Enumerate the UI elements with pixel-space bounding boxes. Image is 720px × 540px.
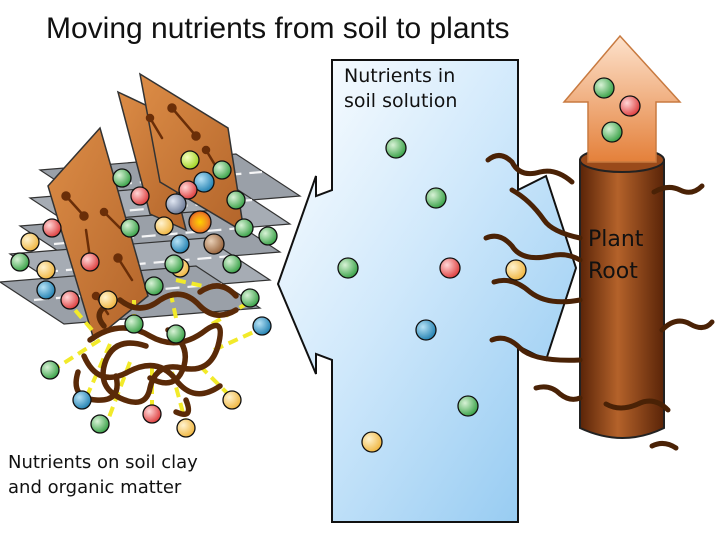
plant-root-label: Plant Root [588, 224, 643, 288]
soil-solution-label-line1: Nutrients in [344, 65, 456, 87]
plant-root-label-line2: Root [588, 259, 638, 284]
plant-root-label-line1: Plant [588, 227, 644, 252]
nutrient-ions [10, 77, 641, 453]
cation-bonds [54, 278, 259, 425]
root-hairs [483, 153, 715, 451]
soil-clay-label-line2: and organic matter [8, 477, 182, 498]
soil-solution-label-line2: soil solution [344, 90, 458, 112]
soil-solution-label: Nutrients in soil solution [344, 64, 457, 114]
soil-clay-label-line1: Nutrients on soil clay [8, 452, 198, 473]
plant-root [579, 147, 665, 439]
soil-solution-arrow [276, 59, 578, 523]
page-title: Moving nutrients from soil to plants [46, 12, 510, 45]
soil-clay-label: Nutrients on soil clay and organic matte… [8, 450, 198, 500]
